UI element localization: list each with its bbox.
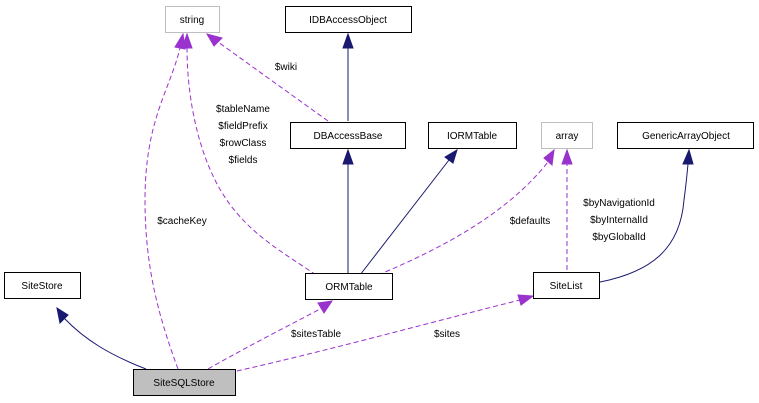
svg-text:IORMTable: IORMTable bbox=[447, 131, 497, 142]
node-sitesqlstore[interactable]: SiteSQLStore bbox=[133, 369, 236, 396]
edge-label-byglobalid: $byGlobalId bbox=[592, 232, 645, 243]
edge-sitesqlstore-sitestore bbox=[56, 306, 147, 370]
svg-text:IDBAccessObject: IDBAccessObject bbox=[309, 15, 387, 26]
node-genericarrayobject[interactable]: GenericArrayObject bbox=[617, 122, 754, 149]
svg-text:DBAccessBase: DBAccessBase bbox=[314, 131, 383, 142]
svg-text:SiteSQLStore: SiteSQLStore bbox=[153, 378, 215, 389]
edge-ormtable-array bbox=[377, 148, 555, 276]
node-sitestore[interactable]: SiteStore bbox=[4, 272, 81, 299]
edge-sitesqlstore-ormtable bbox=[207, 300, 334, 370]
edge-sitelist-array bbox=[561, 148, 573, 270]
edge-sitelist-genericarrayobject bbox=[599, 148, 694, 283]
edge-ormtable-iormtable bbox=[359, 148, 458, 276]
edge-label-byinternalid: $byInternalId bbox=[590, 215, 648, 226]
node-sitelist[interactable]: SiteList bbox=[533, 272, 600, 299]
edge-label-rowclass: $rowClass bbox=[220, 138, 267, 149]
svg-text:SiteList: SiteList bbox=[550, 281, 583, 292]
edge-label-bynavigationid: $byNavigationId bbox=[583, 198, 655, 209]
svg-text:SiteStore: SiteStore bbox=[21, 281, 63, 292]
edge-dbaccessbase-string bbox=[205, 33, 329, 122]
edge-label-sitestable: $sitesTable bbox=[291, 329, 341, 340]
svg-text:ORMTable: ORMTable bbox=[325, 282, 373, 293]
edge-label-defaults: $defaults bbox=[510, 216, 551, 227]
edge-label-wiki: $wiki bbox=[275, 62, 297, 73]
edge-sitesqlstore-sitelist bbox=[236, 294, 535, 372]
edge-label-fields: $fields bbox=[229, 155, 258, 166]
edge-sitesqlstore-string bbox=[144, 32, 186, 370]
edge-ormtable-dbaccessbase bbox=[342, 148, 354, 275]
node-idbaccessobject[interactable]: IDBAccessObject bbox=[285, 6, 412, 33]
edge-label-cachekey: $cacheKey bbox=[157, 216, 206, 227]
node-iormtable[interactable]: IORMTable bbox=[428, 122, 517, 149]
edge-label-fieldprefix: $fieldPrefix bbox=[218, 121, 267, 132]
node-array[interactable]: array bbox=[541, 122, 593, 149]
edge-dbaccessbase-idbaccessobject bbox=[342, 32, 354, 121]
svg-text:string: string bbox=[180, 15, 204, 26]
node-dbaccessbase[interactable]: DBAccessBase bbox=[290, 122, 406, 149]
edge-label-tablename: $tableName bbox=[216, 104, 270, 115]
node-ormtable[interactable]: ORMTable bbox=[305, 273, 393, 300]
node-string[interactable]: string bbox=[165, 6, 220, 33]
svg-text:array: array bbox=[556, 131, 579, 142]
svg-text:GenericArrayObject: GenericArrayObject bbox=[642, 131, 730, 142]
edge-label-sites: $sites bbox=[434, 329, 460, 340]
